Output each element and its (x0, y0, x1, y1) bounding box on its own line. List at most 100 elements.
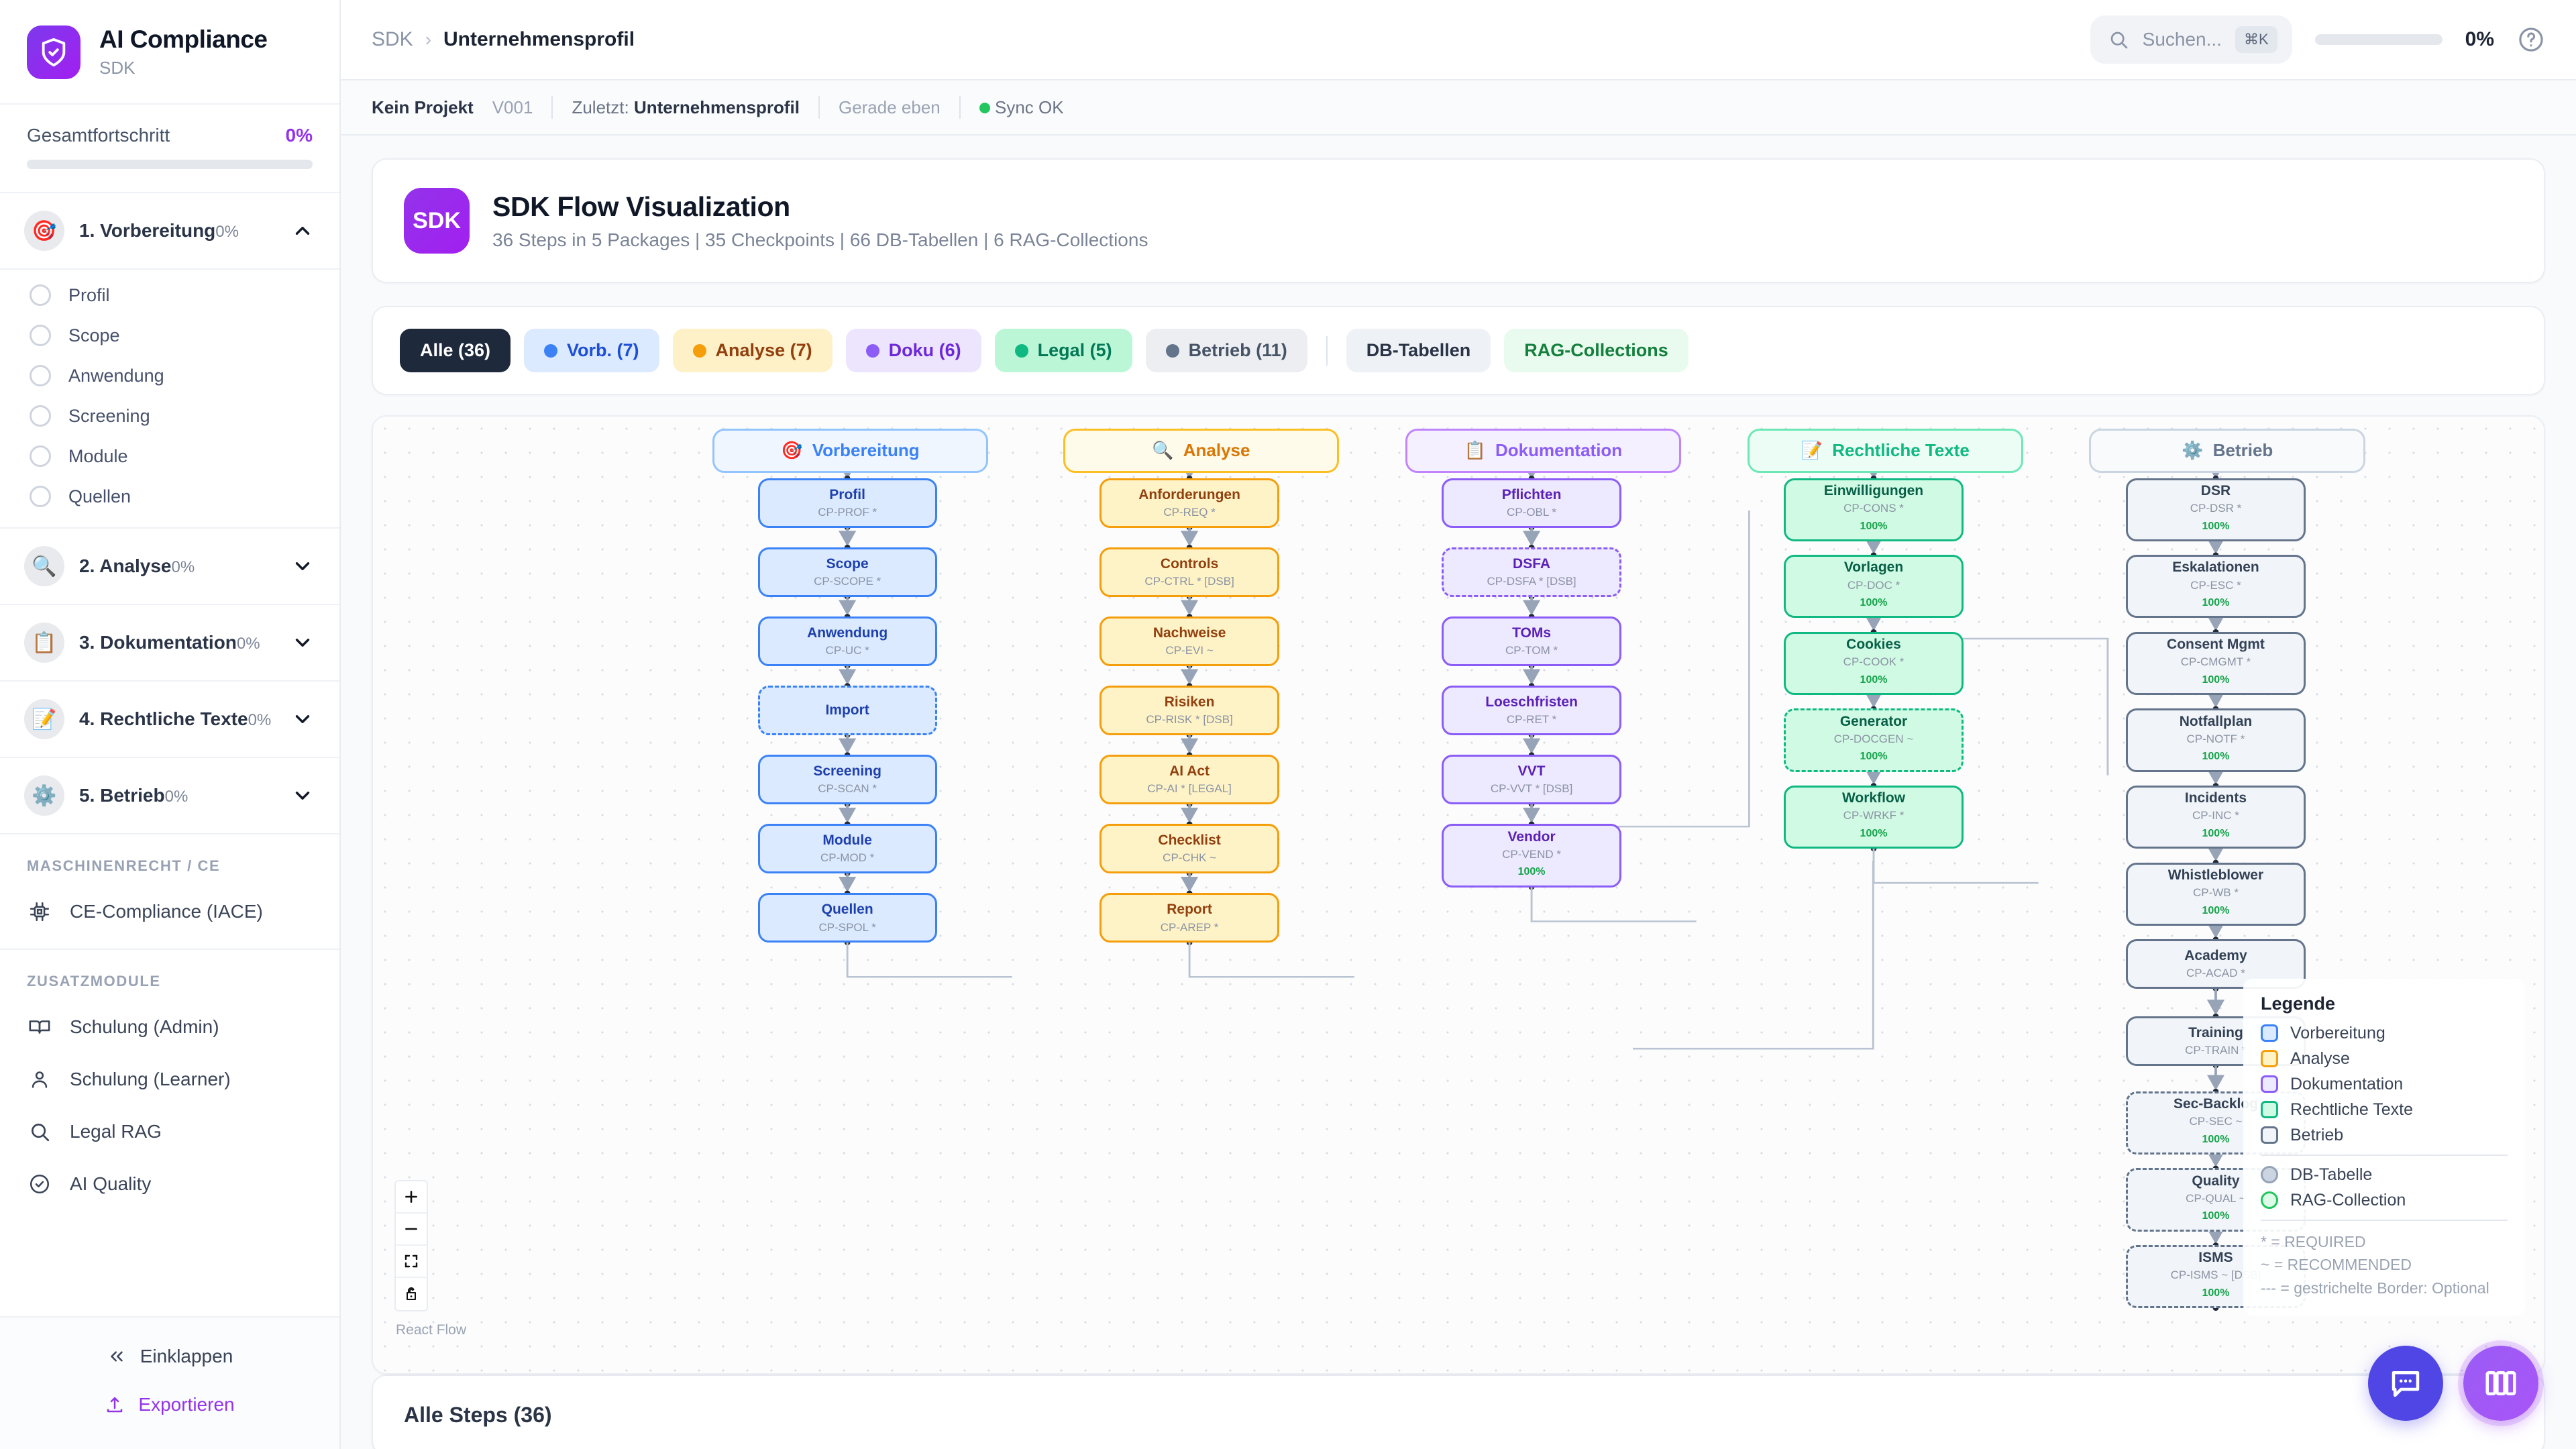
search-input[interactable]: Suchen... ⌘K (2090, 15, 2292, 64)
node-progress-label: 100% (1517, 866, 1546, 878)
sidebar-item-screening[interactable]: Screening (0, 396, 339, 436)
sidebar-phase-2[interactable]: 🔍2. Analyse0% (0, 529, 339, 605)
last-edited-value: Unternehmensprofil (633, 97, 800, 117)
node-code: CP-RET * (1506, 713, 1557, 727)
sidebar-phase-5[interactable]: ⚙️5. Betrieb0% (0, 758, 339, 835)
last-edited-time: Gerade eben (838, 97, 941, 117)
sidebar-item-profil[interactable]: Profil (0, 275, 339, 315)
zoom-out-button[interactable] (396, 1214, 427, 1246)
step-status-radio[interactable] (30, 405, 51, 427)
step-status-radio[interactable] (30, 445, 51, 467)
panel-toggle-button[interactable] (2463, 1346, 2538, 1421)
node-title: Cookies (1846, 637, 1901, 653)
app-subtitle: SDK (99, 57, 136, 78)
step-status-radio[interactable] (30, 365, 51, 386)
collapse-label: Einklappen (140, 1346, 233, 1366)
sidebar-item-legal-rag[interactable]: Legal RAG (0, 1106, 339, 1158)
sidebar-item-scope[interactable]: Scope (0, 315, 339, 356)
step-status-radio[interactable] (30, 325, 51, 346)
fit-view-button[interactable] (396, 1246, 427, 1278)
divider (1326, 335, 1328, 366)
node-progress-label: 100% (2202, 520, 2230, 532)
sidebar-item-schulung-admin[interactable]: Schulung (Admin) (0, 1001, 339, 1053)
zoom-controls[interactable] (394, 1180, 428, 1311)
filter-chip-all[interactable]: Alle (36) (400, 329, 511, 372)
legend-item: Dokumentation (2261, 1075, 2508, 1094)
sidebar-item-schulung-learner[interactable]: Schulung (Learner) (0, 1053, 339, 1106)
filter-chip-doku[interactable]: Doku (6) (845, 329, 981, 372)
filter-chip-vorb[interactable]: Vorb. (7) (524, 329, 659, 372)
node-code: CP-REQ * (1163, 505, 1216, 519)
node-progress-label: 100% (2202, 674, 2230, 686)
chevron-down-icon[interactable] (291, 631, 314, 654)
export-button[interactable]: Exportieren (0, 1381, 339, 1429)
filter-chip-analyse[interactable]: Analyse (7) (672, 329, 833, 372)
app-title: AI Compliance (99, 25, 268, 54)
step-status-radio[interactable] (30, 284, 51, 306)
filter-chip-rag[interactable]: RAG-Collections (1504, 329, 1688, 372)
filter-chip-db[interactable]: DB-Tabellen (1346, 329, 1491, 372)
chat-button[interactable] (2368, 1346, 2443, 1421)
node-title: Import (825, 702, 869, 718)
help-circle-icon[interactable] (2517, 25, 2545, 54)
step-status-radio[interactable] (30, 486, 51, 507)
sidebar-phase-1[interactable]: 🎯1. Vorbereitung0% (0, 193, 339, 270)
lock-icon[interactable] (396, 1278, 427, 1310)
sidebar-item-ce-compliance[interactable]: CE-Compliance (IACE) (0, 885, 339, 938)
node-code: CP-CONS * (1843, 501, 1904, 515)
chevron-down-icon[interactable] (291, 784, 314, 807)
sidebar-item-quellen[interactable]: Quellen (0, 476, 339, 517)
book-icon (27, 1014, 52, 1040)
chip-dot-icon (1014, 343, 1028, 358)
zoom-in-button[interactable] (396, 1181, 427, 1214)
sidebar-phase-3[interactable]: 📋3. Dokumentation0% (0, 605, 339, 682)
sidebar-item-ai-quality[interactable]: AI Quality (0, 1158, 339, 1210)
flow-node-import[interactable]: Import (757, 686, 937, 735)
chevron-up-icon[interactable] (291, 219, 314, 242)
group-icon: 🔍 (1152, 440, 1174, 461)
sidebar-phase-4[interactable]: 📝4. Rechtliche Texte0% (0, 682, 339, 758)
filter-chip-legal[interactable]: Legal (5) (994, 329, 1132, 372)
flow-canvas[interactable]: 🎯Vorbereitung🔍Analyse📋Dokumentation📝Rech… (373, 417, 2544, 1373)
flow-group-g5: ⚙️Betrieb (2089, 428, 2366, 474)
chevron-down-icon[interactable] (291, 555, 314, 578)
breadcrumb-root[interactable]: SDK (372, 28, 413, 50)
collapse-sidebar-button[interactable]: Einklappen (0, 1332, 339, 1381)
sidebar-item-module[interactable]: Module (0, 436, 339, 476)
sidebar-item-anwendung[interactable]: Anwendung (0, 356, 339, 396)
flow-canvas-card[interactable]: 🎯Vorbereitung🔍Analyse📋Dokumentation📝Rech… (372, 415, 2545, 1375)
node-code: CP-AI * [LEGAL] (1147, 782, 1232, 796)
filter-chip-betrieb[interactable]: Betrieb (11) (1145, 329, 1307, 372)
chevron-down-icon[interactable] (291, 708, 314, 731)
